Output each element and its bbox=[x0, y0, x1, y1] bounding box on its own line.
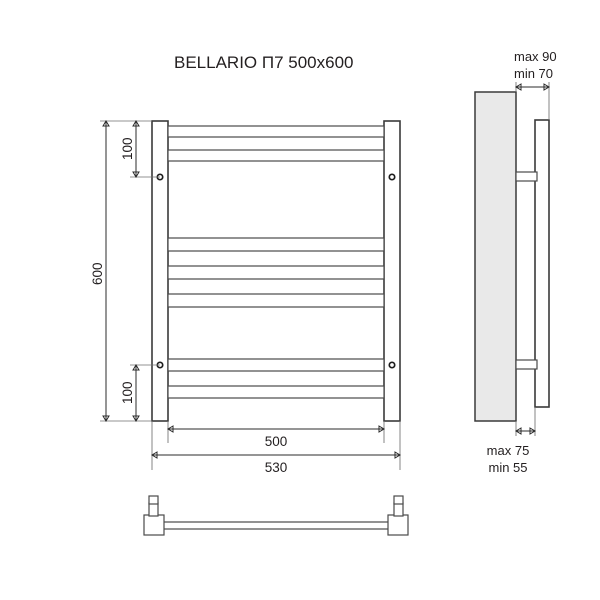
left-rail bbox=[151, 120, 169, 422]
bracket-base bbox=[143, 514, 165, 536]
dimension-width-530: 530 bbox=[151, 451, 401, 475]
bracket-stem bbox=[148, 502, 159, 517]
dimension-label-max-75: max 75 bbox=[487, 443, 530, 458]
mounting-hole bbox=[388, 361, 396, 369]
mounting-hole bbox=[388, 173, 396, 181]
dimension-top-100: 100 bbox=[120, 120, 140, 178]
bottom-view bbox=[143, 495, 409, 536]
bracket bbox=[515, 171, 538, 182]
bracket bbox=[515, 359, 538, 370]
dimension-label-max-90: max 90 bbox=[514, 49, 557, 64]
dimension-width-500: 500 bbox=[167, 425, 385, 449]
wall-slab bbox=[474, 91, 517, 422]
bracket-cap bbox=[148, 495, 159, 505]
plan-rail bbox=[159, 521, 393, 530]
dimension-label-top-100: 100 bbox=[120, 137, 135, 160]
dimension-depth-top: max 90 min 70 bbox=[514, 49, 557, 120]
dimension-depth-bottom: max 75 min 55 bbox=[487, 407, 536, 475]
crossbar bbox=[167, 385, 385, 399]
crossbar bbox=[167, 237, 385, 252]
dimension-bottom-100: 100 bbox=[120, 364, 140, 422]
crossbar bbox=[167, 125, 385, 138]
dimension-height-600: 600 bbox=[90, 120, 110, 422]
front-view: 100 600 100 bbox=[90, 120, 401, 475]
crossbar bbox=[167, 358, 385, 372]
side-rail bbox=[534, 119, 550, 408]
bracket-stem bbox=[393, 502, 404, 517]
crossbar bbox=[167, 293, 385, 308]
side-view: max 90 min 70 max 75 min 55 bbox=[474, 49, 557, 475]
dimension-label-600: 600 bbox=[90, 262, 105, 285]
bracket-cap bbox=[393, 495, 404, 505]
dimension-label-bottom-100: 100 bbox=[120, 381, 135, 404]
bracket-base bbox=[387, 514, 409, 536]
right-rail bbox=[383, 120, 401, 422]
page-title: BELLARIO П7 500x600 bbox=[174, 53, 354, 72]
dimension-label-min-70: min 70 bbox=[514, 66, 553, 81]
dimension-label-530: 530 bbox=[265, 460, 288, 475]
dimension-label-500: 500 bbox=[265, 434, 288, 449]
dimension-label-min-55: min 55 bbox=[488, 460, 527, 475]
crossbar bbox=[167, 265, 385, 280]
crossbar bbox=[167, 149, 385, 162]
